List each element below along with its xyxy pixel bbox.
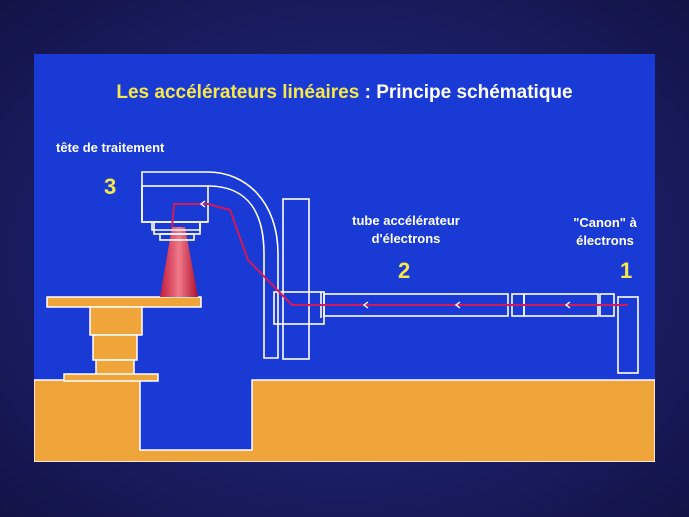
label-head: tête de traitement — [56, 140, 165, 155]
title-separator: : — [359, 82, 377, 103]
floor — [34, 379, 655, 462]
patient-table — [46, 296, 202, 382]
label-tube-line1: tube accélérateur — [352, 213, 460, 228]
number-head: 3 — [104, 174, 117, 199]
page-title: Les accélérateurs linéaires : Principe s… — [34, 82, 655, 104]
direction-arrows — [199, 200, 571, 309]
title-main: Les accélérateurs linéaires — [116, 82, 360, 103]
accelerator-schematic — [34, 171, 655, 462]
number-tube: 2 — [398, 258, 411, 283]
number-gun: 1 — [620, 258, 633, 283]
title-subtitle: Principe schématique — [376, 82, 573, 103]
stand — [273, 198, 325, 360]
label-tube-line2: d'électrons — [371, 231, 441, 246]
label-gun-line1: "Canon" à — [573, 215, 637, 230]
electron-gun — [617, 296, 639, 374]
treatment-head — [141, 171, 279, 359]
radiation-beam-cone — [160, 227, 198, 297]
diagram-slide: Les accélérateurs linéaires : Principe s… — [34, 54, 655, 462]
electron-path — [171, 203, 628, 306]
label-gun-line2: électrons — [576, 233, 634, 248]
